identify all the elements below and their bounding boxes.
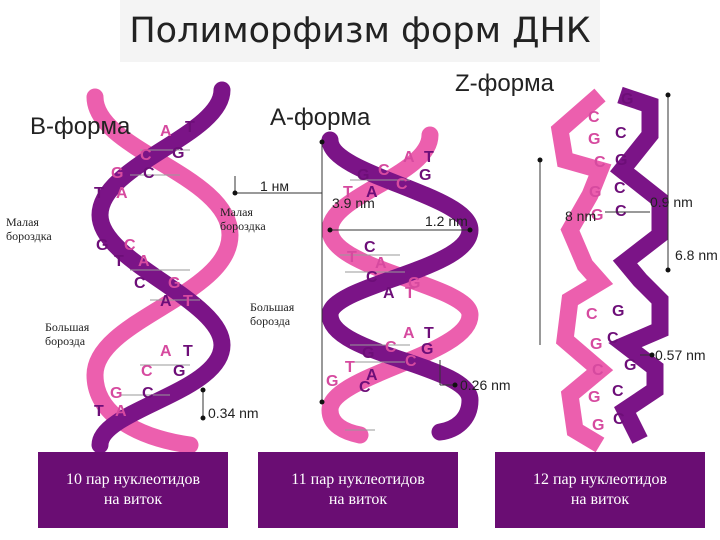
svg-text:G: G [588,131,600,148]
z-form-partial-label: 8 nm [565,208,596,224]
b-form-caption-line2: на виток [38,490,228,510]
svg-text:C: C [612,383,624,400]
svg-text:C: C [378,162,390,179]
svg-text:G: G [326,373,338,390]
svg-text:C: C [359,379,371,396]
svg-text:G: G [96,237,108,254]
svg-text:C: C [141,363,153,380]
a-form-caption-line2: на виток [258,490,458,510]
svg-text:G: G [173,363,185,380]
svg-text:A: A [383,285,395,302]
svg-text:G: G [590,336,602,353]
b-form-rise-label: 0.34 nm [208,405,259,421]
svg-text:C: C [607,330,619,347]
z-form-width-label: 0.9 nm [650,194,693,210]
a-form-heading: А-форма [270,104,370,132]
svg-text:G: G [612,303,624,320]
z-form-heading: Z-форма [455,70,554,98]
svg-text:C: C [615,125,627,142]
a-form-minor-groove-label: Малая бороздка [220,205,284,233]
svg-text:T: T [94,185,104,202]
z-form-caption-line2: на виток [495,490,705,510]
svg-text:G: G [172,145,184,162]
svg-text:G: G [624,357,636,374]
svg-text:T: T [183,293,193,310]
svg-text:G: G [168,275,180,292]
svg-text:C: C [592,362,604,379]
svg-text:G: G [621,91,633,108]
svg-text:T: T [345,359,355,376]
svg-text:G: G [589,184,601,201]
svg-text:G: G [615,152,627,169]
svg-text:A: A [138,253,150,270]
svg-text:T: T [185,119,195,136]
svg-text:G: G [588,389,600,406]
svg-text:T: T [424,325,434,342]
b-form-major-groove-label: Большая борозда [45,320,115,348]
svg-text:C: C [124,237,136,254]
svg-text:T: T [405,285,415,302]
svg-text:T: T [114,253,124,270]
svg-text:A: A [116,185,128,202]
svg-text:G: G [357,167,369,184]
svg-text:C: C [586,306,598,323]
svg-text:G: G [419,167,431,184]
svg-text:C: C [385,339,397,356]
a-form-width-label: 1.2 nm [425,213,468,229]
svg-text:A: A [160,293,172,310]
svg-text:C: C [134,275,146,292]
svg-text:C: C [588,109,600,126]
svg-text:C: C [614,180,626,197]
a-form-pitch-label: 3.9 nm [332,195,375,211]
svg-text:A: A [403,149,415,166]
svg-text:A: A [115,403,127,420]
a-form-rise-label: 0.26 nm [460,377,511,393]
svg-text:T: T [183,343,193,360]
b-form-caption: 10 пар нуклеотидов на виток [38,452,228,528]
svg-text:G: G [421,341,433,358]
svg-text:C: C [364,239,376,256]
a-form-caption-line1: 11 пар нуклеотидов [258,470,458,490]
svg-text:G: G [110,385,122,402]
svg-text:C: C [405,353,417,370]
a-form-caption: 11 пар нуклеотидов на виток [258,452,458,528]
svg-text:G: G [111,165,123,182]
svg-text:T: T [424,149,434,166]
z-form-rise-label: 0.57 nm [655,347,706,363]
svg-text:A: A [160,343,172,360]
a-form-major-groove-label: Большая борозда [250,300,320,328]
svg-text:C: C [366,269,378,286]
z-form-pitch-label: 6.8 nm [675,247,718,263]
z-form-caption: 12 пар нуклеотидов на виток [495,452,705,528]
b-form-heading: В-форма [30,113,130,141]
b-form-minor-groove-label: Малая бороздка [6,215,70,243]
svg-text:C: C [140,147,152,164]
svg-text:T: T [347,249,357,266]
b-form-caption-line1: 10 пар нуклеотидов [38,470,228,490]
svg-text:C: C [594,154,606,171]
svg-text:C: C [142,385,154,402]
a-form-1nm-label: 1 нм [260,178,289,194]
svg-text:C: C [396,176,408,193]
svg-text:G: G [362,345,374,362]
svg-text:T: T [94,403,104,420]
svg-text:G: G [592,417,604,434]
svg-text:A: A [403,325,415,342]
svg-text:A: A [160,123,172,140]
z-form-purple-strand [620,95,660,440]
svg-text:C: C [143,165,155,182]
svg-text:C: C [613,411,625,428]
z-form-caption-line1: 12 пар нуклеотидов [495,470,705,490]
